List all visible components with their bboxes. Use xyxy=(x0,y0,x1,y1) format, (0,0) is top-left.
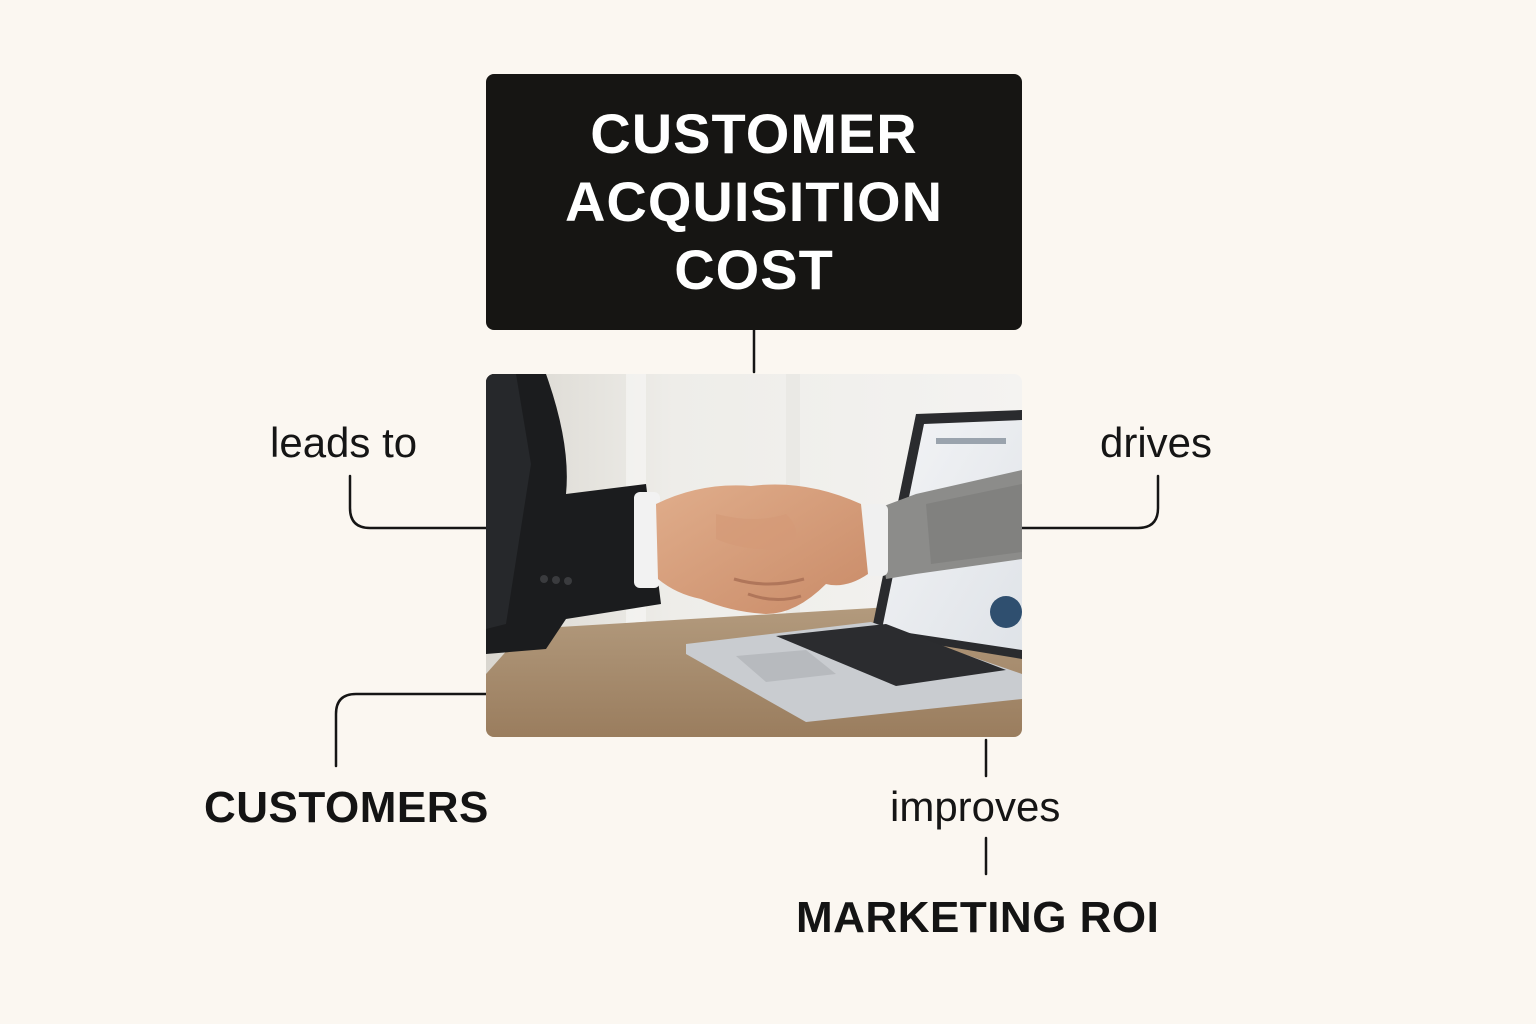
edge-label-drives: drives xyxy=(1100,419,1213,466)
connector-drives xyxy=(1020,474,1160,530)
handshake-photo xyxy=(486,374,1022,737)
title-box: CUSTOMER ACQUISITION COST xyxy=(486,74,1022,330)
handshake-illustration xyxy=(486,374,1022,737)
edge-label-improves: improves xyxy=(890,783,1061,830)
title-line-1: CUSTOMER xyxy=(590,102,918,165)
title-line-3: COST xyxy=(674,238,834,301)
title-line-2: ACQUISITION xyxy=(564,170,944,233)
node-customers: CUSTOMERS xyxy=(204,783,489,832)
node-marketing-roi: MARKETING ROI xyxy=(796,893,1160,942)
connector-leads-to xyxy=(348,474,488,530)
edge-label-leads-to: leads to xyxy=(270,419,418,466)
connector-customers xyxy=(334,692,488,768)
